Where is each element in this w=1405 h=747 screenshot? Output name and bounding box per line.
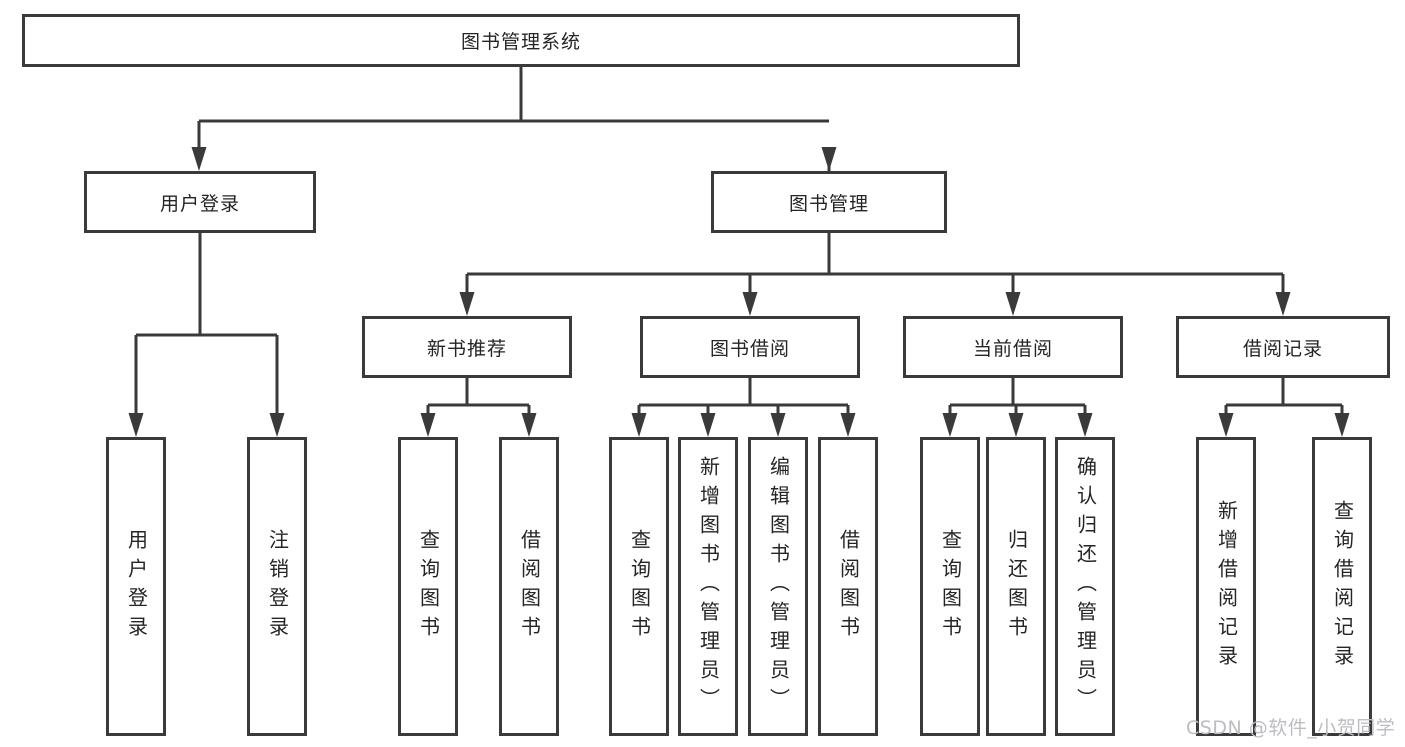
arrow-icon — [1275, 292, 1291, 316]
leaf-query-books-recommend-label: 查询图书 — [416, 528, 441, 645]
connector-new-books — [426, 378, 531, 416]
arrow-icon — [521, 413, 537, 437]
arrow-icon — [128, 413, 144, 437]
leaf-borrow-books-recommend-label: 借阅图书 — [517, 528, 542, 645]
node-book-borrow: 图书借阅 — [640, 316, 860, 378]
arrow-icon — [1005, 292, 1021, 316]
node-new-book-recommend: 新书推荐 — [362, 316, 572, 378]
leaf-query-books-current-label: 查询图书 — [938, 528, 963, 645]
leaf-query-borrow-record-label: 查询借阅记录 — [1330, 499, 1355, 674]
node-borrow-records-label: 借阅记录 — [1242, 337, 1323, 360]
node-book-management: 图书管理 — [711, 171, 947, 233]
arrow-icon — [269, 413, 285, 437]
leaf-add-borrow-record: 新增借阅记录 — [1196, 437, 1256, 736]
connector-root — [197, 67, 831, 233]
leaf-user-login-label: 用户登录 — [124, 528, 149, 645]
node-borrow-records: 借阅记录 — [1176, 316, 1390, 378]
arrow-icon — [1334, 413, 1350, 437]
node-book-management-label: 图书管理 — [788, 192, 869, 215]
leaf-user-login: 用户登录 — [106, 437, 166, 736]
arrow-icon — [420, 413, 436, 437]
node-user-login-label: 用户登录 — [159, 192, 240, 215]
node-root-label: 图书管理系统 — [460, 31, 581, 53]
arrow-icon — [770, 413, 786, 437]
arrow-icon — [191, 147, 207, 171]
leaf-confirm-return-admin-label: 确认归还（管理员） — [1073, 456, 1098, 717]
node-book-borrow-label: 图书借阅 — [709, 337, 790, 360]
connector-borrow — [637, 378, 850, 416]
leaf-edit-books-admin-label: 编辑图书（管理员） — [766, 456, 791, 717]
arrow-icon — [840, 413, 856, 437]
leaf-query-books-borrow-label: 查询图书 — [627, 528, 652, 645]
leaf-query-books-recommend: 查询图书 — [398, 437, 458, 736]
arrow-icon — [700, 413, 716, 437]
leaf-return-books-label: 归还图书 — [1004, 528, 1029, 645]
leaf-borrow-books-label: 借阅图书 — [836, 528, 861, 645]
arrow-icon — [459, 292, 475, 316]
connector-records — [1224, 378, 1344, 416]
watermark: CSDN @软件_小贺同学 — [1186, 717, 1396, 739]
arrowheads — [128, 147, 1350, 437]
arrow-icon — [821, 147, 837, 171]
arrow-icon — [1077, 413, 1093, 437]
node-current-borrow: 当前借阅 — [903, 316, 1123, 378]
connector-book-mgmt — [465, 233, 1285, 295]
leaf-borrow-books: 借阅图书 — [818, 437, 878, 736]
node-root: 图书管理系统 — [22, 14, 1020, 67]
connector-user-login — [134, 233, 279, 416]
leaf-borrow-books-recommend: 借阅图书 — [499, 437, 559, 736]
arrow-icon — [742, 292, 758, 316]
leaf-query-borrow-record: 查询借阅记录 — [1312, 437, 1372, 736]
leaf-add-books-admin-label: 新增图书（管理员） — [696, 456, 721, 717]
arrow-icon — [1218, 413, 1234, 437]
leaf-confirm-return-admin: 确认归还（管理员） — [1055, 437, 1115, 736]
leaf-return-books: 归还图书 — [986, 437, 1046, 736]
node-current-borrow-label: 当前借阅 — [972, 337, 1053, 360]
leaf-logout: 注销登录 — [247, 437, 307, 736]
arrow-icon — [631, 413, 647, 437]
leaf-edit-books-admin: 编辑图书（管理员） — [748, 437, 808, 736]
node-new-book-recommend-label: 新书推荐 — [426, 337, 507, 360]
leaf-query-books-current: 查询图书 — [920, 437, 980, 736]
arrow-icon — [1008, 413, 1024, 437]
leaf-add-borrow-record-label: 新增借阅记录 — [1214, 499, 1239, 674]
arrow-icon — [942, 413, 958, 437]
leaf-query-books-borrow: 查询图书 — [609, 437, 669, 736]
node-user-login: 用户登录 — [84, 171, 316, 233]
connector-current — [948, 378, 1087, 416]
leaf-logout-label: 注销登录 — [265, 528, 290, 645]
leaf-add-books-admin: 新增图书（管理员） — [678, 437, 738, 736]
